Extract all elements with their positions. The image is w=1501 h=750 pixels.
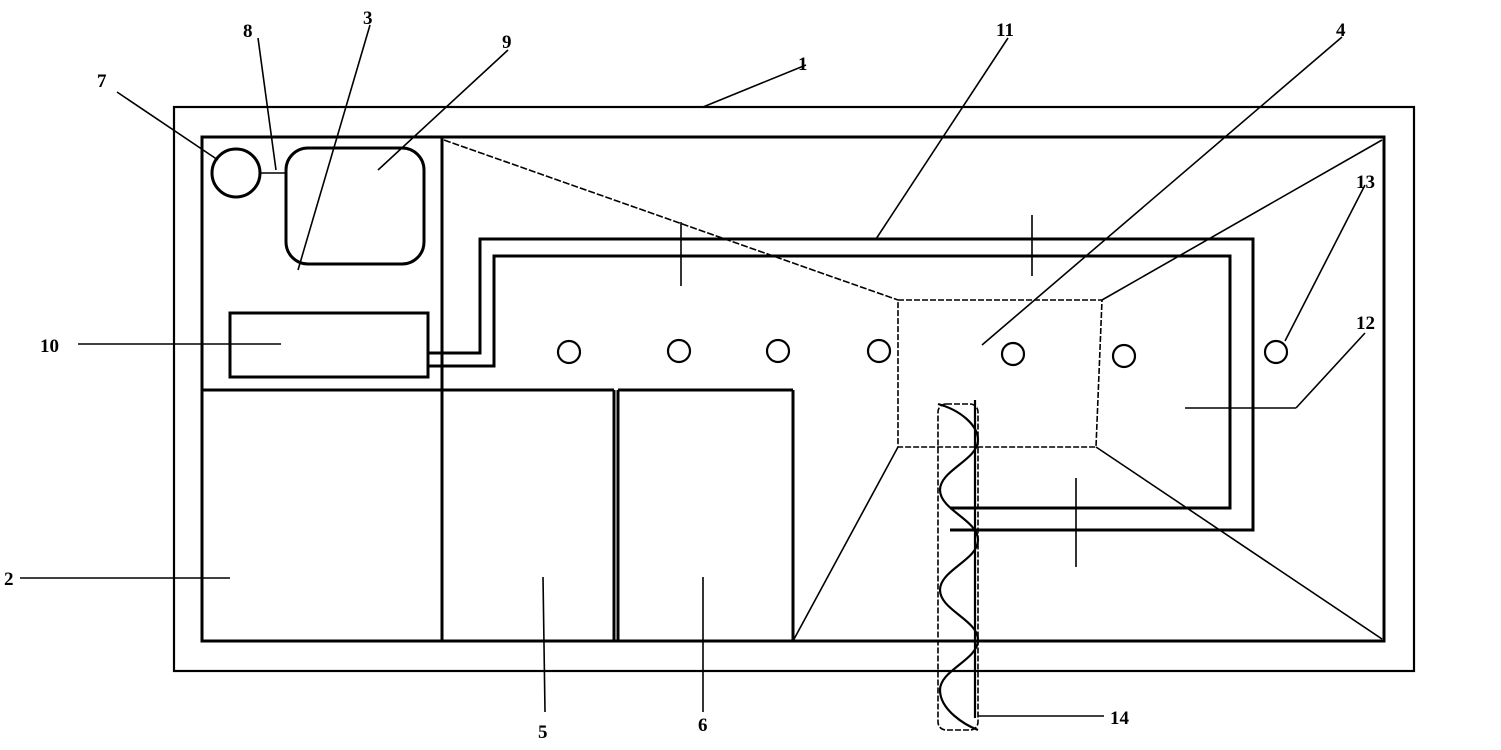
leader-13 [1284,184,1366,342]
leader-8 [257,37,277,171]
leader-5 [542,576,546,713]
pipe-loop-inner [428,254,1232,510]
label-4: 4 [1336,20,1346,41]
hopper-edge-tl [443,139,899,301]
hole-13 [1111,343,1137,369]
leader-11 [875,37,1009,240]
label-14: 14 [1110,708,1130,729]
pipe-loop-outer [428,237,1255,532]
label-12: 12 [1356,313,1375,334]
hole-13 [1000,341,1026,367]
hole-13 [556,339,582,365]
screw-conveyor-14 [937,400,980,732]
hole-13 [1263,339,1289,365]
hole-13 [765,338,791,364]
label-2: 2 [4,569,14,590]
outer-frame [172,105,1416,673]
label-9: 9 [502,32,512,53]
hopper-edge-bl [792,446,899,642]
label-11: 11 [996,20,1014,41]
leader-7 [116,91,219,161]
label-7: 7 [97,71,107,92]
hopper-center-4 [897,299,1103,448]
box-component-10 [228,311,430,379]
label-5: 5 [538,722,548,743]
hopper-edge-tr [1101,139,1383,301]
leader-4 [981,36,1343,346]
label-10: 10 [40,336,59,357]
label-13: 13 [1356,172,1375,193]
circle-component-7 [210,147,262,199]
leader-1 [702,64,807,108]
leader-3 [297,24,371,271]
hole-13 [666,338,692,364]
leader-9 [377,49,509,171]
leader-12-angle [1295,332,1366,409]
label-3: 3 [363,8,373,29]
rounded-tank-9 [284,146,426,266]
label-1: 1 [798,54,808,75]
label-6: 6 [698,715,708,736]
label-8: 8 [243,21,253,42]
hopper-edge-br [1095,446,1383,640]
hole-13 [866,338,892,364]
